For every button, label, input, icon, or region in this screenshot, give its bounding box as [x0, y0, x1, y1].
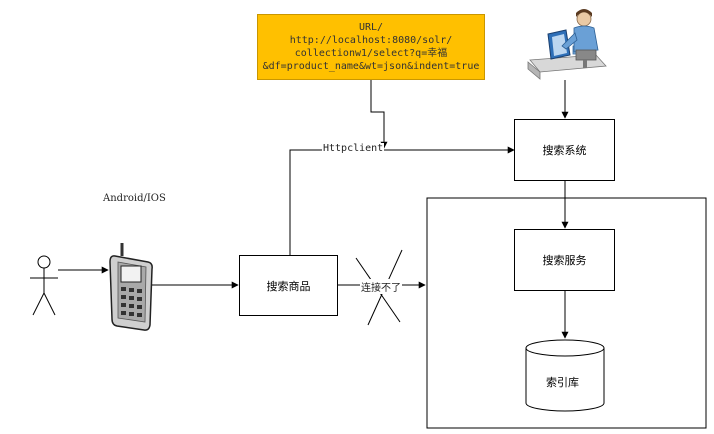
url-line: collectionw1/select?q=幸福 [294, 48, 448, 59]
search-system-label: 搜索系统 [542, 144, 587, 157]
url-line: &df=product_name&wt=json&indent=true [262, 61, 480, 72]
cannot-connect-label: 连接不了 [360, 279, 402, 294]
search-service-label: 搜索服务 [542, 254, 587, 267]
platform-label: Android/IOS [103, 193, 166, 204]
search-product-box: 搜索商品 [239, 255, 338, 316]
stick-figure-icon [30, 255, 58, 316]
url-line: http://localhost:8080/solr/ [289, 35, 453, 46]
mobile-phone-icon [109, 243, 153, 331]
search-system-box: 搜索系统 [514, 119, 615, 181]
arrow-url-to-connector [370, 80, 388, 149]
search-product-label: 搜索商品 [266, 279, 311, 293]
connector-httpclient [289, 146, 515, 255]
index-database-cylinder [525, 339, 605, 412]
computer-user-icon [527, 9, 607, 80]
url-line: URL/ [358, 22, 384, 33]
search-service-box: 搜索服务 [514, 229, 615, 291]
index-db-label: 索引库 [546, 376, 579, 389]
httpclient-label: Httpclient [322, 143, 385, 154]
server-container [426, 197, 707, 429]
url-note: URL/ http://localhost:8080/solr/ collect… [257, 14, 485, 80]
